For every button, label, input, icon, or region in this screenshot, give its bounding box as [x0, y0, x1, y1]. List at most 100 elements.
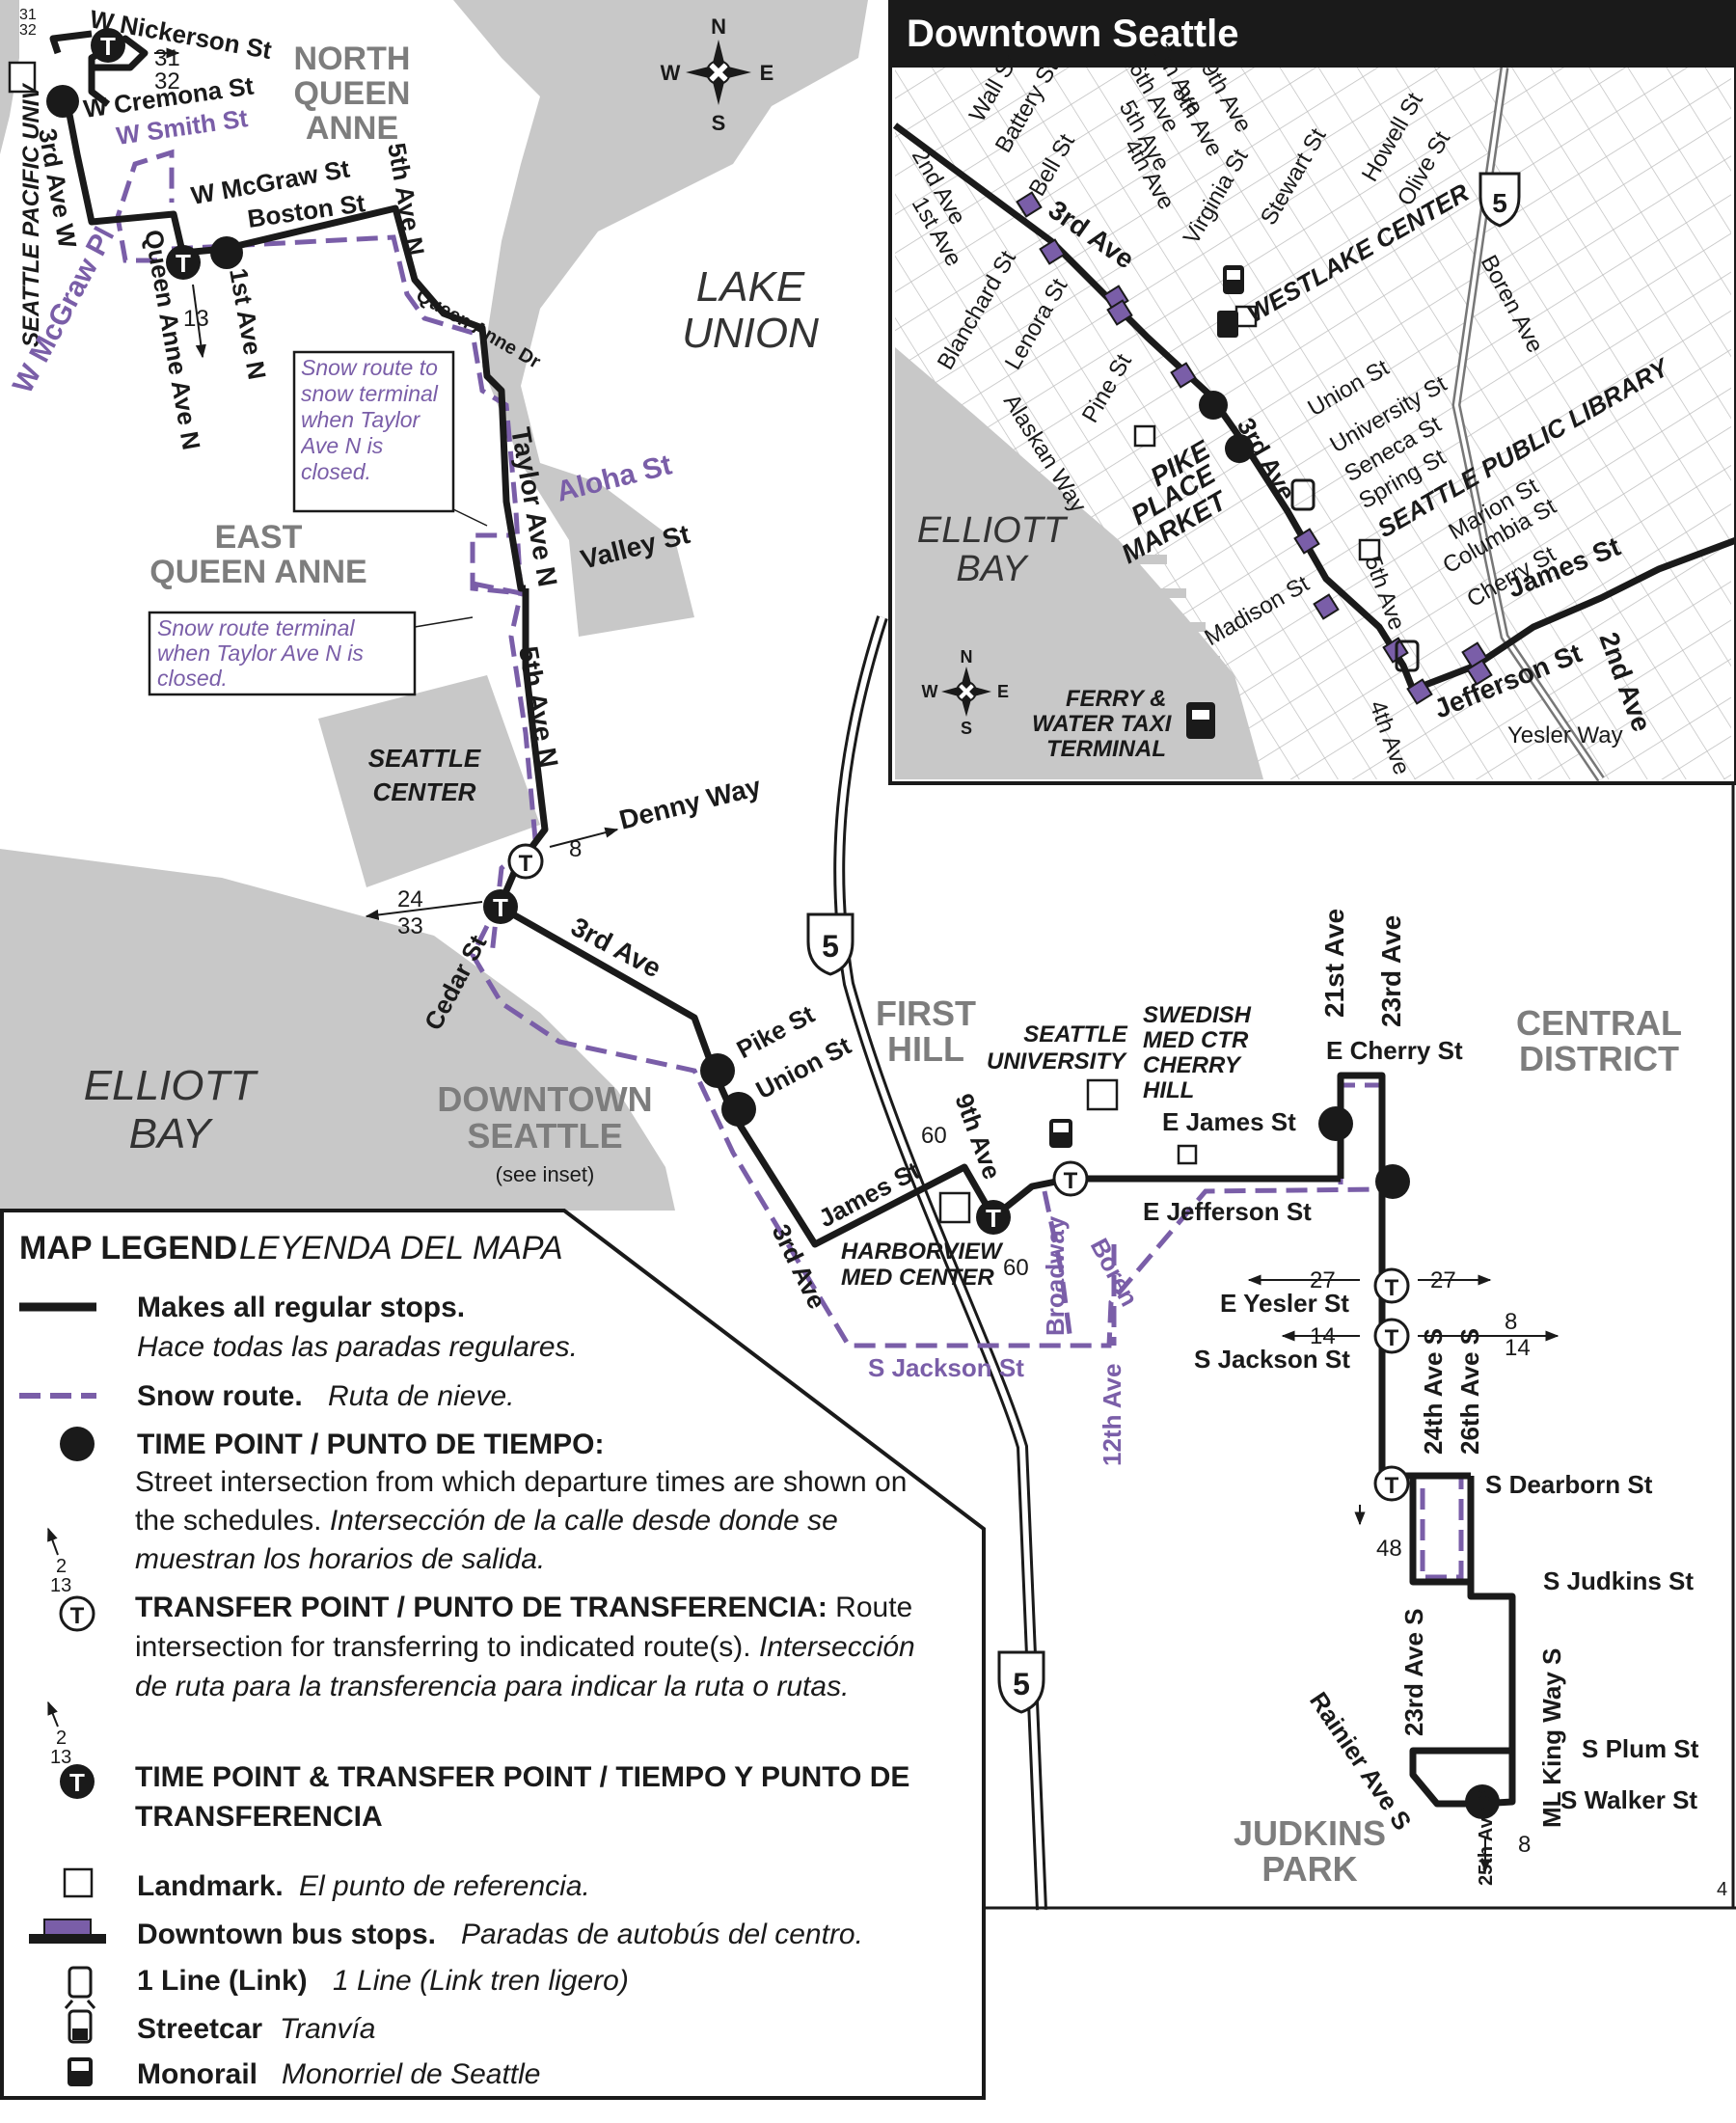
svg-text:31: 31	[154, 45, 180, 71]
svg-text:60: 60	[1003, 1255, 1029, 1281]
svg-text:5: 5	[822, 929, 839, 964]
svg-text:Tranvía: Tranvía	[280, 2013, 375, 2045]
seattle-center-area	[318, 675, 540, 887]
svg-text:24: 24	[397, 886, 423, 912]
transfer-point-icon	[59, 1595, 95, 1632]
svg-text:E: E	[997, 682, 1009, 701]
svg-text:SEATTLE: SEATTLE	[368, 744, 481, 773]
svg-text:S Judkins St: S Judkins St	[1543, 1566, 1694, 1595]
svg-text:QUEEN: QUEEN	[294, 75, 411, 112]
svg-text:2: 2	[56, 1728, 67, 1749]
snow-callout-taylor: Snow route to snow terminal when Taylor …	[292, 350, 488, 527]
svg-text:8: 8	[1518, 1832, 1531, 1858]
svg-text:13: 13	[50, 1747, 71, 1768]
svg-text:Paradas de autobús del centro.: Paradas de autobús del centro.	[461, 1919, 863, 1950]
map-legend: MAP LEGEND LEYENDA DEL MAPA Makes all re…	[0, 1209, 986, 2100]
svg-text:SEATTLE: SEATTLE	[467, 1116, 622, 1156]
svg-text:SEATTLE PACIFIC UNIV: SEATTLE PACIFIC UNIV	[18, 83, 44, 347]
svg-text:SWEDISH: SWEDISH	[1143, 1002, 1252, 1028]
svg-text:27: 27	[1430, 1267, 1456, 1293]
svg-text:14: 14	[1505, 1335, 1531, 1361]
svg-text:LAKE: LAKE	[696, 263, 805, 311]
svg-text:S Jackson St: S Jackson St	[1194, 1345, 1350, 1374]
svg-text:BAY: BAY	[956, 549, 1029, 589]
svg-text:NORTH: NORTH	[294, 41, 411, 77]
svg-text:31: 31	[19, 7, 37, 23]
svg-text:S: S	[961, 719, 972, 738]
svg-text:S Dearborn St: S Dearborn St	[1485, 1470, 1653, 1499]
neighborhood-labels: NORTH QUEEN ANNE EAST QUEEN ANNE FIRST H…	[149, 41, 1682, 1889]
svg-text:5: 5	[1492, 188, 1507, 218]
svg-text:S Jackson St: S Jackson St	[868, 1353, 1024, 1382]
svg-text:Snow route.: Snow route.	[137, 1380, 303, 1412]
svg-text:ELLIOTT: ELLIOTT	[917, 510, 1069, 551]
interstate-5-main	[833, 615, 1047, 1911]
svg-text:23rd Ave S: 23rd Ave S	[1399, 1609, 1428, 1736]
svg-text:DOWNTOWN: DOWNTOWN	[437, 1079, 652, 1119]
svg-text:W: W	[661, 61, 681, 85]
svg-text:MED CTR: MED CTR	[1143, 1027, 1249, 1053]
svg-text:60: 60	[921, 1123, 947, 1149]
svg-text:Yesler Way: Yesler Way	[1507, 722, 1623, 748]
svg-text:FIRST: FIRST	[876, 993, 976, 1033]
svg-text:HARBORVIEW: HARBORVIEW	[841, 1238, 1004, 1265]
svg-text:MAP LEGEND: MAP LEGEND	[19, 1230, 237, 1266]
svg-text:Monorail: Monorail	[137, 2058, 258, 2090]
svg-text:T: T	[69, 1768, 85, 1797]
svg-text:T: T	[70, 1603, 85, 1629]
interstate-5-shield: 5 5	[806, 912, 1045, 1714]
svg-text:27: 27	[1310, 1267, 1336, 1293]
elliott-bay-main	[0, 849, 675, 1211]
svg-text:Downtown Seattle: Downtown Seattle	[907, 13, 1238, 55]
svg-text:T: T	[519, 851, 533, 877]
svg-text:Ruta de nieve.: Ruta de nieve.	[328, 1380, 514, 1412]
svg-text:26th Ave S: 26th Ave S	[1455, 1328, 1484, 1455]
streetcar-icon	[68, 2009, 93, 2044]
svg-text:T: T	[1385, 1325, 1399, 1351]
svg-text:CHERRY: CHERRY	[1143, 1052, 1242, 1078]
svg-text:T: T	[1064, 1168, 1078, 1194]
svg-text:LEYENDA DEL MAPA: LEYENDA DEL MAPA	[239, 1230, 563, 1266]
svg-text:Makes all regular stops.: Makes all regular stops.	[137, 1292, 465, 1323]
streetcar-icon-map	[1049, 1119, 1072, 1148]
time-points	[46, 85, 1500, 1819]
svg-text:FERRY &: FERRY &	[1066, 686, 1166, 712]
svg-text:T: T	[493, 893, 508, 922]
svg-text:13: 13	[50, 1575, 71, 1596]
svg-text:23rd Ave: 23rd Ave	[1376, 915, 1406, 1027]
svg-text:E James St: E James St	[1162, 1107, 1296, 1136]
svg-text:32: 32	[154, 68, 180, 95]
svg-text:S: S	[712, 111, 726, 135]
svg-text:N: N	[711, 14, 726, 39]
svg-text:T: T	[1385, 1473, 1399, 1499]
svg-text:Streetcar: Streetcar	[137, 2013, 262, 2045]
landmark-labels: SEATTLE PACIFIC UNIV SEATTLE CENTER SEAT…	[18, 83, 1252, 1291]
downtown-inset: 5 Downtow	[888, 0, 1736, 1900]
svg-text:S Plum St: S Plum St	[1582, 1734, 1699, 1763]
svg-text:TERMINAL: TERMINAL	[1046, 736, 1166, 762]
svg-text:8: 8	[1505, 1309, 1517, 1335]
svg-text:T: T	[1385, 1275, 1399, 1301]
svg-text:Monorriel de Seattle: Monorriel de Seattle	[282, 2058, 540, 2090]
svg-text:32: 32	[19, 22, 37, 39]
svg-text:E Jefferson St: E Jefferson St	[1143, 1197, 1312, 1226]
svg-text:Downtown bus stops.: Downtown bus stops.	[137, 1919, 436, 1950]
svg-text:SEATTLE: SEATTLE	[1023, 1021, 1128, 1048]
svg-text:E Cherry St: E Cherry St	[1326, 1036, 1463, 1065]
svg-text:ELLIOTT: ELLIOTT	[84, 1062, 259, 1109]
svg-text:Landmark.: Landmark.	[137, 1870, 284, 1902]
svg-text:21st Ave: 21st Ave	[1319, 909, 1349, 1018]
svg-text:E Yesler St: E Yesler St	[1220, 1289, 1349, 1318]
regular-route	[49, 30, 1516, 1808]
svg-text:1 Line (Link tren ligero): 1 Line (Link tren ligero)	[333, 1965, 629, 1997]
svg-text:JUDKINS: JUDKINS	[1234, 1813, 1386, 1853]
svg-text:5: 5	[1013, 1667, 1030, 1701]
svg-text:HILL: HILL	[887, 1029, 964, 1069]
svg-text:PARK: PARK	[1261, 1849, 1357, 1889]
svg-text:25th Ave S: 25th Ave S	[1476, 1788, 1497, 1886]
svg-text:TIME POINT / PUNTO DE TIEMPO:: TIME POINT / PUNTO DE TIEMPO:	[137, 1429, 604, 1460]
svg-text:DISTRICT: DISTRICT	[1519, 1039, 1679, 1078]
svg-text:4: 4	[1717, 1879, 1727, 1900]
